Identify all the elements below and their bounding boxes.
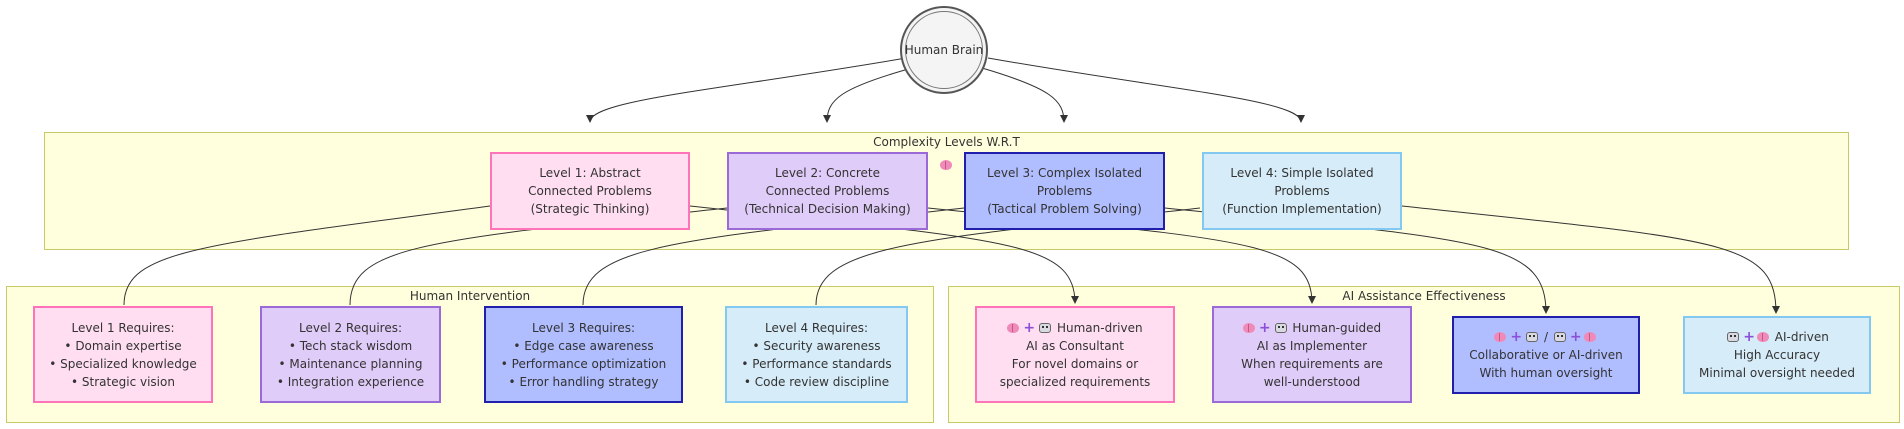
- edge-brain-level3: [981, 67, 1068, 123]
- edge-brain-level1: [586, 57, 907, 123]
- brain-icon: [1494, 332, 1507, 342]
- brain-icon: [940, 154, 954, 173]
- plus-icon: +: [1510, 329, 1523, 345]
- level4-node: Level 4: Simple Isolated Problems (Funct…: [1202, 152, 1402, 230]
- ai4-heading-text: AI-driven: [1774, 330, 1829, 344]
- req1-line1: Level 1 Requires:: [71, 320, 175, 335]
- ai4-heading: + AI-driven: [1725, 328, 1829, 346]
- level2-requirements-node: Level 2 Requires: • Tech stack wisdom • …: [260, 306, 441, 403]
- plus-icon: +: [1743, 329, 1755, 345]
- req3-line3: • Performance optimization: [500, 356, 667, 371]
- ai-driven-node: + AI-driven High Accuracy Minimal oversi…: [1683, 316, 1871, 394]
- req2-line2: • Tech stack wisdom: [288, 338, 413, 353]
- level4-line3: (Function Implementation): [1222, 202, 1382, 216]
- brain-icon: [1242, 322, 1255, 333]
- level1-line3: (Strategic Thinking): [530, 202, 650, 216]
- edge-brain-level4: [987, 57, 1305, 123]
- plus-icon: +: [1569, 329, 1582, 345]
- robot-icon: [1039, 322, 1052, 333]
- level3-line2: Problems: [1036, 184, 1093, 198]
- ai1-line2: For novel domains or: [1011, 356, 1139, 371]
- robot-icon: [1727, 332, 1740, 342]
- level4-line1: Level 4: Simple Isolated: [1230, 166, 1374, 180]
- req3-line2: • Edge case awareness: [513, 338, 654, 353]
- level3-line1: Level 3: Complex Isolated: [987, 166, 1142, 180]
- level1-line2: Connected Problems: [528, 184, 652, 198]
- level2-node: Level 2: Concrete Connected Problems (Te…: [727, 152, 928, 230]
- ai1-heading: + Human-driven: [1007, 319, 1143, 337]
- level2-line3: (Technical Decision Making): [744, 202, 911, 216]
- req4-line2: • Security awareness: [752, 338, 881, 353]
- level1-line1: Level 1: Abstract: [539, 166, 641, 180]
- brain-icon: [1007, 322, 1020, 333]
- ai2-line2: When requirements are: [1241, 356, 1383, 371]
- req4-line3: • Performance standards: [741, 356, 892, 371]
- req1-line2: • Domain expertise: [64, 338, 182, 353]
- req2-line3: • Maintenance planning: [278, 356, 423, 371]
- intervention-cluster-title: Human Intervention: [409, 289, 531, 303]
- level3-requirements-node: Level 3 Requires: • Edge case awareness …: [484, 306, 683, 403]
- req4-line1: Level 4 Requires:: [764, 320, 869, 335]
- ai2-line1: AI as Implementer: [1256, 338, 1368, 353]
- ai3-heading-text: /: [1543, 330, 1549, 344]
- ai4-line1: High Accuracy: [1733, 348, 1821, 362]
- level4-requirements-node: Level 4 Requires: • Security awareness •…: [725, 306, 908, 403]
- req4-line4: • Code review discipline: [743, 374, 890, 389]
- robot-icon: [1553, 332, 1566, 342]
- plus-icon: +: [1023, 319, 1036, 336]
- level1-requirements-node: Level 1 Requires: • Domain expertise • S…: [33, 306, 213, 403]
- level1-node: Level 1: Abstract Connected Problems (St…: [490, 152, 690, 230]
- level3-line3: (Tactical Problem Solving): [987, 202, 1142, 216]
- level2-line2: Connected Problems: [765, 184, 890, 198]
- robot-icon: [1526, 332, 1539, 342]
- level2-line1: Level 2: Concrete: [774, 166, 881, 180]
- complexity-levels-cluster: Complexity Levels W.R.T: [44, 132, 1849, 250]
- edge-brain-level2: [823, 67, 913, 123]
- level3-node: Level 3: Complex Isolated Problems (Tact…: [964, 152, 1165, 230]
- edge-level4-ai4: [1401, 205, 1780, 314]
- ai2-heading-text: Human-guided: [1292, 320, 1382, 335]
- brain-icon: [1756, 332, 1769, 342]
- ai3-heading: + / +: [1494, 328, 1597, 346]
- edge-level1-req1: [123, 205, 491, 306]
- req1-line3: • Specialized knowledge: [49, 356, 197, 371]
- ai1-heading-text: Human-driven: [1056, 320, 1143, 335]
- ai3-line2: With human oversight: [1479, 366, 1613, 380]
- plus-icon: +: [1258, 319, 1271, 336]
- req2-line4: • Integration experience: [276, 374, 425, 389]
- robot-icon: [1274, 322, 1287, 333]
- ai2-line3: well-understood: [1263, 374, 1361, 389]
- ai3-line1: Collaborative or AI-driven: [1469, 348, 1623, 362]
- ai-collaborative-node: + / + Collaborative or AI-driven With hu…: [1452, 316, 1640, 394]
- req3-line4: • Error handling strategy: [508, 374, 659, 389]
- req1-line4: • Strategic vision: [71, 374, 175, 389]
- ai-cluster-title: AI Assistance Effectiveness: [1342, 289, 1506, 303]
- human-brain-node: Human Brain: [900, 6, 988, 94]
- req2-line1: Level 2 Requires:: [298, 320, 403, 335]
- req3-line1: Level 3 Requires:: [531, 320, 636, 335]
- ai-human-driven-node: + Human-driven AI as Consultant For nove…: [975, 306, 1175, 403]
- ai1-line3: specialized requirements: [999, 374, 1151, 389]
- ai1-line1: AI as Consultant: [1026, 338, 1124, 353]
- brain-icon: [1583, 332, 1596, 342]
- ai-human-guided-node: + Human-guided AI as Implementer When re…: [1212, 306, 1412, 403]
- ai4-line2: Minimal oversight needed: [1699, 366, 1855, 380]
- human-brain-label: Human Brain: [904, 43, 984, 57]
- level4-line2: Problems: [1274, 184, 1330, 198]
- ai2-heading: + Human-guided: [1242, 319, 1382, 337]
- complexity-cluster-title: Complexity Levels W.R.T: [873, 135, 1020, 149]
